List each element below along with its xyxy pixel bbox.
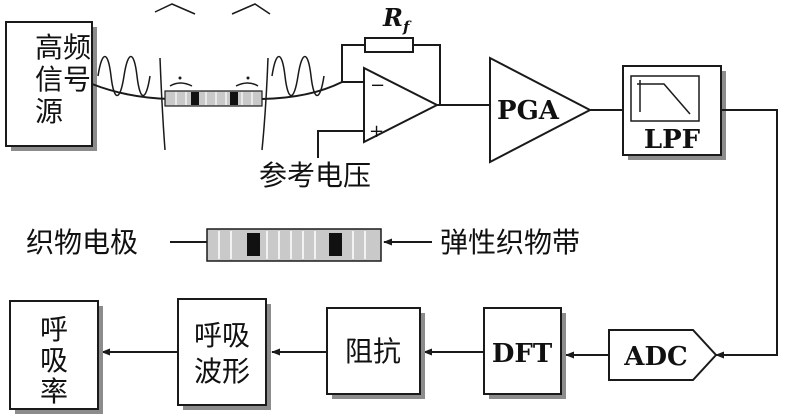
signal-source-block: 高 频 信 号 源 bbox=[5, 21, 97, 151]
source-char-3: 信 bbox=[35, 63, 63, 96]
dft-label: DFT bbox=[492, 339, 553, 369]
impedance-label: 阻抗 bbox=[345, 335, 401, 368]
source-char-2: 频 bbox=[63, 31, 91, 64]
reference-voltage-label: 参考电压 bbox=[259, 159, 371, 192]
body-fabric-band bbox=[164, 90, 263, 107]
impedance-block: 阻抗 bbox=[326, 307, 425, 399]
elastic-band-label: 弹性织物带 bbox=[440, 226, 580, 259]
electrode-label: 织物电极 bbox=[26, 226, 138, 259]
op-amp-minus: − bbox=[370, 75, 385, 96]
feedback-resistor-label: Rf bbox=[382, 3, 412, 36]
source-char-4: 号 bbox=[63, 63, 91, 96]
waveform-block: 呼吸 波形 bbox=[177, 298, 271, 410]
lpf-block: LPF bbox=[622, 65, 726, 160]
lead-wire-left bbox=[91, 83, 171, 100]
lpf-label: LPF bbox=[644, 125, 701, 155]
feedback-wire bbox=[341, 44, 441, 105]
adc-label: ADC bbox=[623, 342, 687, 372]
legend-fabric-band bbox=[206, 228, 382, 262]
source-char-5: 源 bbox=[35, 95, 63, 128]
lpf-to-adc-wire bbox=[715, 109, 778, 359]
feedback-resistor bbox=[364, 37, 414, 53]
adc-block: ADC bbox=[608, 329, 718, 381]
rate-char-3: 率 bbox=[40, 375, 68, 408]
torso-illustration bbox=[154, 3, 271, 151]
pga-block: PGA bbox=[489, 56, 593, 164]
rate-char-1: 呼 bbox=[40, 313, 68, 346]
op-amp-plus: + bbox=[369, 121, 384, 142]
source-char-1: 高 bbox=[35, 31, 63, 64]
lead-wire-right bbox=[261, 81, 343, 100]
lpf-response-icon bbox=[637, 83, 691, 115]
rate-char-2: 吸 bbox=[40, 344, 68, 377]
op-amp: − + bbox=[363, 66, 440, 144]
rate-block: 呼 吸 率 bbox=[9, 300, 103, 414]
waveform-label-line1: 呼吸 bbox=[194, 319, 250, 352]
pga-label: PGA bbox=[497, 96, 560, 126]
dft-block: DFT bbox=[483, 307, 566, 399]
sine-wave-right bbox=[271, 55, 325, 97]
sine-wave-left bbox=[97, 55, 151, 97]
reference-voltage-wire bbox=[317, 130, 364, 158]
waveform-label-line2: 波形 bbox=[194, 355, 250, 388]
